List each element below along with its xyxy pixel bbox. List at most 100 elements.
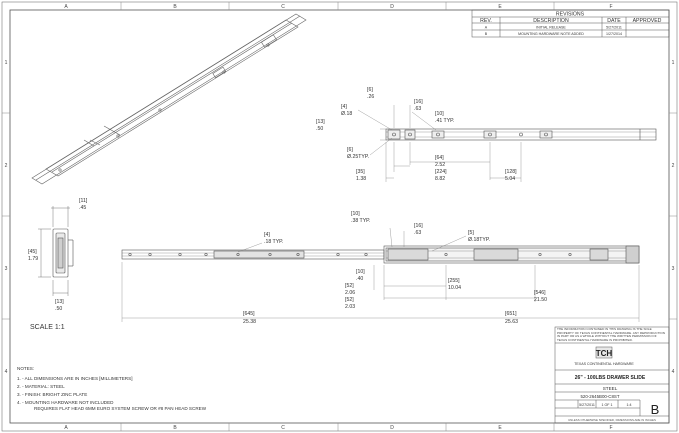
rev-row-b-date: 1/27/2014 bbox=[606, 32, 622, 36]
scale-label: SCALE 1:1 bbox=[30, 324, 65, 331]
zone-left-4: 4 bbox=[5, 369, 8, 375]
long-dim-16-in: .63 bbox=[414, 230, 421, 236]
top-dim-35-mm: [35] bbox=[356, 169, 365, 175]
drawing-border bbox=[9, 9, 670, 424]
top-dim-6b-in: Ø.25TYP. bbox=[347, 154, 369, 160]
long-dim-645-in: 25.38 bbox=[243, 319, 256, 325]
zone-bottom-f: F bbox=[609, 425, 612, 431]
part-number: 520-2645B00-C8ST bbox=[580, 394, 619, 399]
company-name: TEXAS CONTINENTAL HARDWARE bbox=[574, 362, 634, 366]
top-dim-224-mm: [224] bbox=[435, 169, 447, 175]
top-dim-10-mm: [10] bbox=[435, 111, 444, 117]
long-dim-10b-in: .40 bbox=[356, 276, 363, 282]
side-dim-left-mm: [45] bbox=[28, 249, 37, 255]
rev-header-rev: REV. bbox=[480, 18, 492, 24]
top-dim-128-mm: [128] bbox=[505, 169, 517, 175]
rev-row-a-date: 5/27/2011 bbox=[606, 25, 622, 29]
zone-bottom-d: D bbox=[390, 425, 394, 431]
long-dim-10b-mm: [10] bbox=[356, 269, 365, 275]
rev-header-approved: APPROVED bbox=[633, 18, 662, 24]
notes-heading: NOTES: bbox=[17, 366, 35, 371]
long-dim-10-mm: [10] bbox=[351, 211, 360, 217]
long-dim-52-mm: [52] bbox=[345, 283, 354, 289]
rev-row-a-rev: A bbox=[485, 25, 488, 29]
isometric-view bbox=[31, 13, 307, 185]
title-block-footer: UNLESS OTHERWISE SPECIFIED, DIMENSIONS A… bbox=[568, 418, 656, 422]
long-dim-52b-in: 2.03 bbox=[345, 304, 355, 310]
release-date: 5/27/2011 bbox=[579, 403, 595, 407]
top-dim-16-mm: [16] bbox=[414, 99, 423, 105]
zone-right-2: 2 bbox=[672, 163, 675, 169]
long-dim-52-in: 2.06 bbox=[345, 290, 355, 296]
long-dim-546-in: 21.50 bbox=[534, 297, 547, 303]
rev-row-a-description: INITIAL RELEASE bbox=[536, 25, 566, 29]
top-dim-10-in: .41 TYP. bbox=[435, 118, 454, 124]
zone-bottom-c: C bbox=[281, 425, 285, 431]
sheet-number: 1 OF 1 bbox=[602, 403, 613, 407]
zone-top-d: D bbox=[390, 4, 394, 10]
zone-right-1: 1 bbox=[672, 60, 675, 66]
revisions-table bbox=[471, 9, 670, 38]
zone-top-a: A bbox=[64, 4, 68, 10]
proprietary-notice: THE INFORMATION CONTAINED IN THIS DRAWIN… bbox=[557, 328, 665, 342]
long-dim-52b-mm: [52] bbox=[345, 297, 354, 303]
top-dim-16-in: .63 bbox=[414, 106, 421, 112]
top-dim-128-in: 5.04 bbox=[505, 176, 515, 182]
revisions-title: REVISIONS bbox=[556, 12, 585, 18]
long-dim-255-in: 10.04 bbox=[448, 285, 461, 291]
zone-top-e: E bbox=[498, 4, 502, 10]
zone-top-c: C bbox=[281, 4, 285, 10]
note-1: 1. - ALL DIMENSIONS ARE IN INCHES [MILLI… bbox=[17, 376, 133, 381]
long-dim-4-mm: [4] bbox=[264, 232, 270, 238]
side-dim-bottom-in: .50 bbox=[55, 306, 62, 312]
zone-right-3: 3 bbox=[672, 266, 675, 272]
top-dim-4-mm: [4] bbox=[341, 104, 347, 110]
top-dim-35-in: 1.38 bbox=[356, 176, 366, 182]
long-dim-4-in: .18 TYP. bbox=[264, 239, 283, 245]
zone-right-4: 4 bbox=[672, 369, 675, 375]
material-value: STEEL bbox=[603, 386, 618, 391]
note-4: 4. - MOUNTING HARDWARE NOT INCLUDED bbox=[17, 400, 114, 405]
zone-left-3: 3 bbox=[5, 266, 8, 272]
side-dim-left-in: 1.79 bbox=[28, 256, 38, 262]
long-dim-651-in: 25.63 bbox=[505, 319, 518, 325]
top-view bbox=[357, 105, 657, 182]
top-dim-6b-mm: [6] bbox=[347, 147, 353, 153]
zone-bottom-b: B bbox=[173, 425, 177, 431]
zone-left-1: 1 bbox=[5, 60, 8, 66]
revision-letter: B bbox=[651, 402, 660, 417]
drawing-title: 26" - 100LBS DRAWER SLIDE bbox=[575, 375, 646, 381]
side-dim-top-mm: [11] bbox=[79, 198, 88, 204]
top-dim-6-mm: [6] bbox=[367, 87, 373, 93]
top-dim-13-in: .50 bbox=[316, 126, 323, 132]
long-dim-645-mm: [645] bbox=[243, 311, 255, 317]
side-dim-bottom-mm: [13] bbox=[55, 299, 64, 305]
long-side-view bbox=[121, 227, 640, 322]
long-dim-651-mm: [651] bbox=[505, 311, 517, 317]
top-dim-6-in: .26 bbox=[367, 94, 374, 100]
long-dim-16-mm: [16] bbox=[414, 223, 423, 229]
top-dim-64-mm: [64] bbox=[435, 155, 444, 161]
side-dim-top-in: .45 bbox=[79, 205, 86, 211]
company-logo: TCH bbox=[596, 349, 613, 358]
rev-row-b-description: MOUNTING HARDWARE NOTE ADDED bbox=[518, 32, 584, 36]
top-dim-13-mm: [13] bbox=[316, 119, 325, 125]
note-2: 2. - MATERIAL: STEEL bbox=[17, 384, 65, 389]
long-dim-10-in: .38 TYP. bbox=[351, 218, 370, 224]
side-section-view bbox=[38, 206, 74, 296]
zone-top-f: F bbox=[609, 4, 612, 10]
note-4-detail: REQUIRES FLAT HEAD 6MM EURO SYSTEM SCREW… bbox=[34, 406, 207, 411]
zone-top-b: B bbox=[173, 4, 177, 10]
zone-left-2: 2 bbox=[5, 163, 8, 169]
top-dim-64-in: 2.52 bbox=[435, 162, 445, 168]
rev-row-b-rev: B bbox=[485, 32, 488, 36]
rev-header-date: DATE bbox=[607, 18, 621, 24]
long-dim-546-mm: [546] bbox=[534, 290, 546, 296]
title-block bbox=[554, 326, 670, 424]
long-dim-255-mm: [255] bbox=[448, 278, 460, 284]
long-dim-5-in: Ø.18TYP. bbox=[468, 237, 490, 243]
zone-bottom-e: E bbox=[498, 425, 502, 431]
rev-header-description: DESCRIPTION bbox=[533, 18, 569, 24]
long-dim-5-mm: [5] bbox=[468, 230, 474, 236]
